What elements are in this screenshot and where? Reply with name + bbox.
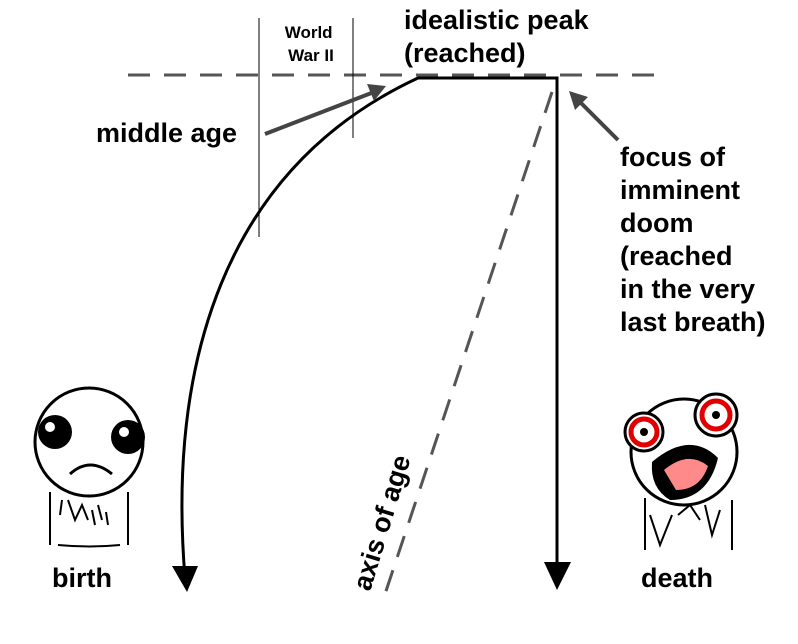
idealistic-peak-label: idealistic peak (reached) bbox=[404, 5, 596, 68]
middle-age-label: middle age bbox=[96, 118, 237, 148]
focus-of-doom-label: focus of imminent doom (reached in the v… bbox=[620, 142, 766, 337]
birth-figure bbox=[33, 386, 145, 548]
birth-right-eye bbox=[111, 420, 145, 454]
birth-left-eye bbox=[38, 415, 72, 449]
birth-frown bbox=[68, 463, 113, 476]
birth-label: birth bbox=[52, 563, 112, 593]
axis-of-age-label: axis of age bbox=[347, 452, 416, 594]
death-arrowhead bbox=[544, 562, 571, 590]
focus-of-doom-arrowhead bbox=[569, 91, 588, 110]
focus-of-doom-arrow bbox=[576, 98, 620, 142]
death-figure bbox=[623, 392, 739, 550]
birth-body bbox=[49, 492, 129, 548]
world-war-ii-label: World War II bbox=[285, 23, 338, 65]
birth-arrowhead bbox=[172, 566, 198, 592]
death-label: death bbox=[641, 563, 713, 593]
death-body bbox=[644, 498, 733, 550]
life-curve bbox=[180, 76, 559, 579]
middle-age-arrowhead bbox=[367, 84, 386, 101]
axis-of-age-dashed-line bbox=[383, 91, 554, 595]
middle-age-arrow bbox=[264, 90, 375, 136]
